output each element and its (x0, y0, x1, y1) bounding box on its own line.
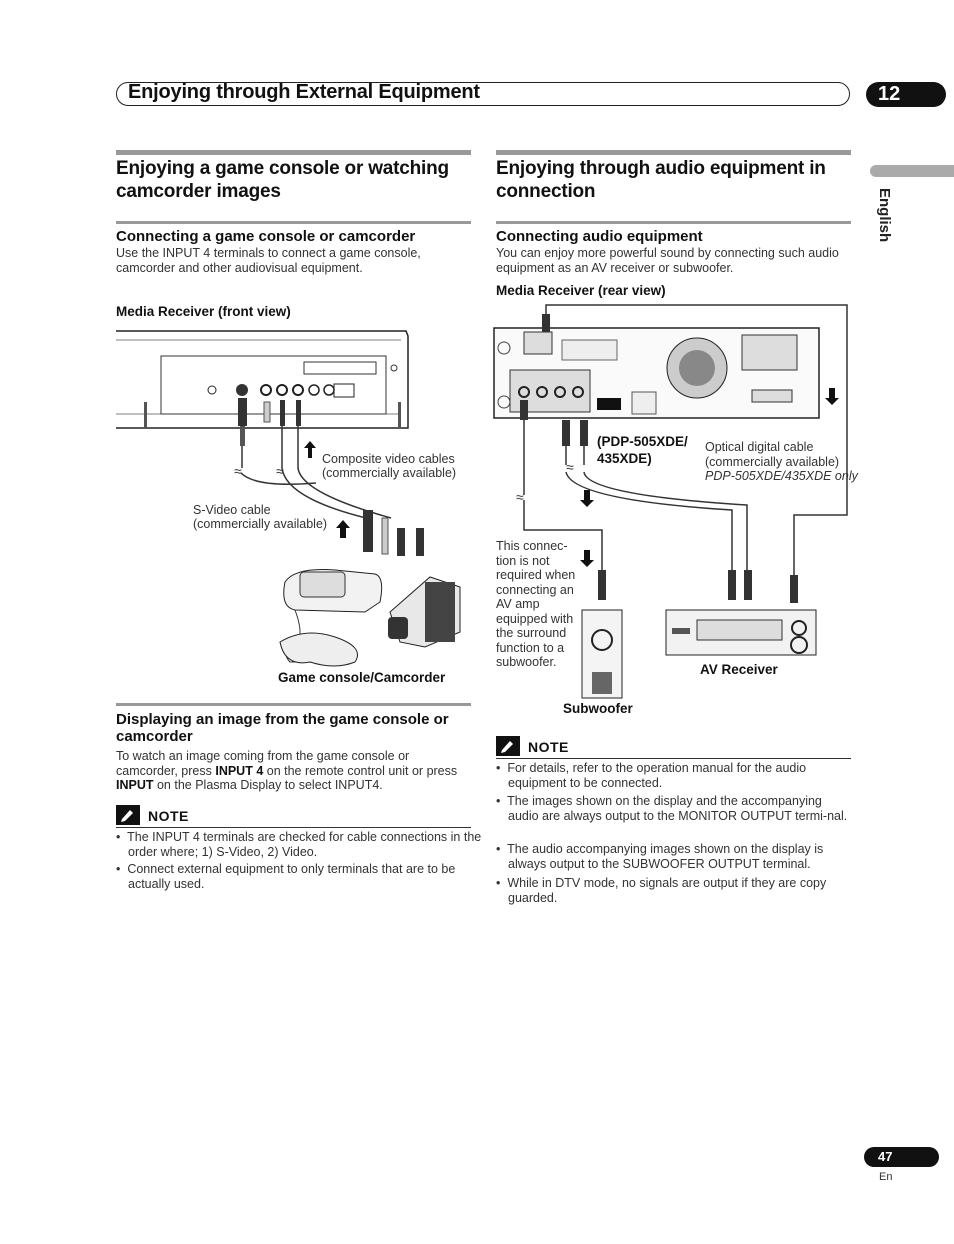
av-receiver-caption: AV Receiver (700, 662, 778, 677)
device-connectors-diagram (336, 510, 424, 556)
right-figure-label: Media Receiver (rear view) (496, 283, 666, 298)
svideo-cable-caption-1: S-Video cable (193, 503, 271, 517)
optical-cable-caption-3: PDP-505XDE/435XDE only (705, 469, 858, 483)
composite-cable-caption-2: (commercially available) (322, 466, 457, 480)
composite-cable-caption-1: Composite video cables (322, 452, 455, 466)
model-caption-1: (PDP-505XDE/ (597, 434, 688, 449)
left-sub1-body: Use the INPUT 4 terminals to connect a g… (116, 246, 421, 275)
game-console-camcorder-caption: Game console/Camcorder (278, 670, 446, 685)
page-language-code: En (879, 1171, 893, 1183)
right-section-rule (496, 150, 851, 155)
left-note-rule (116, 827, 471, 828)
svideo-cable-caption-2: (commercially available) (193, 517, 328, 531)
svg-text:≈: ≈ (566, 459, 574, 475)
game-console-camcorder-drawing (279, 569, 461, 667)
subwoofer-caption: Subwoofer (563, 701, 633, 716)
right-sub1-body: You can enjoy more powerful sound by con… (496, 246, 839, 275)
header-bar (116, 82, 850, 106)
right-note-rule (496, 758, 851, 759)
left-note-item: • Connect external equipment to only ter… (116, 862, 456, 891)
rear-view-diagram: ≈ ≈ (493, 304, 848, 699)
right-note-label: NOTE (528, 739, 569, 755)
model-caption-2: 435XDE) (597, 451, 652, 466)
left-section-rule (116, 150, 471, 155)
language-tab-bar (870, 165, 954, 177)
right-note-item: • While in DTV mode, no signals are outp… (496, 876, 827, 905)
svg-text:≈: ≈ (276, 463, 284, 479)
left-note-item: • The INPUT 4 terminals are checked for … (116, 830, 482, 859)
language-tab-label: English (876, 188, 893, 242)
right-sub1-title: Connecting audio equipment (496, 228, 703, 245)
right-note-item: • The audio accompanying images shown on… (496, 842, 824, 871)
front-view-diagram: ≈ ≈ (116, 330, 409, 519)
chapter-badge: 12 (866, 82, 946, 107)
note-pencil-icon (496, 736, 520, 756)
optical-cable-caption-1: Optical digital cable (705, 440, 814, 454)
right-note-item: • The images shown on the display and th… (496, 794, 848, 823)
left-subsection-rule (116, 221, 471, 224)
left-sub2-body: To watch an image coming from the game c… (116, 749, 458, 792)
svg-text:English: English (876, 188, 893, 242)
right-note-item: • For details, refer to the operation ma… (496, 761, 807, 790)
page-header-title: Enjoying through External Equipment (128, 81, 480, 103)
optical-cable-caption-2: (commercially available) (705, 455, 840, 469)
connection-note-caption: This connec- tion is not required when c… (496, 539, 576, 669)
left-note-label: NOTE (148, 808, 189, 824)
right-section-title: Enjoying through audio equipment in conn… (496, 158, 826, 202)
page-number-badge: 47 (864, 1147, 939, 1167)
right-subsection-rule (496, 221, 851, 224)
left-sub1-title: Connecting a game console or camcorder (116, 228, 416, 245)
svg-text:≈: ≈ (234, 463, 242, 479)
left-sub2-title: Displaying an image from the game consol… (116, 711, 449, 745)
note-pencil-icon (116, 805, 140, 825)
left-subsection2-rule (116, 703, 471, 706)
svg-text:≈: ≈ (516, 489, 524, 505)
left-figure-label: Media Receiver (front view) (116, 304, 291, 319)
left-section-title: Enjoying a game console or watching camc… (116, 158, 449, 202)
